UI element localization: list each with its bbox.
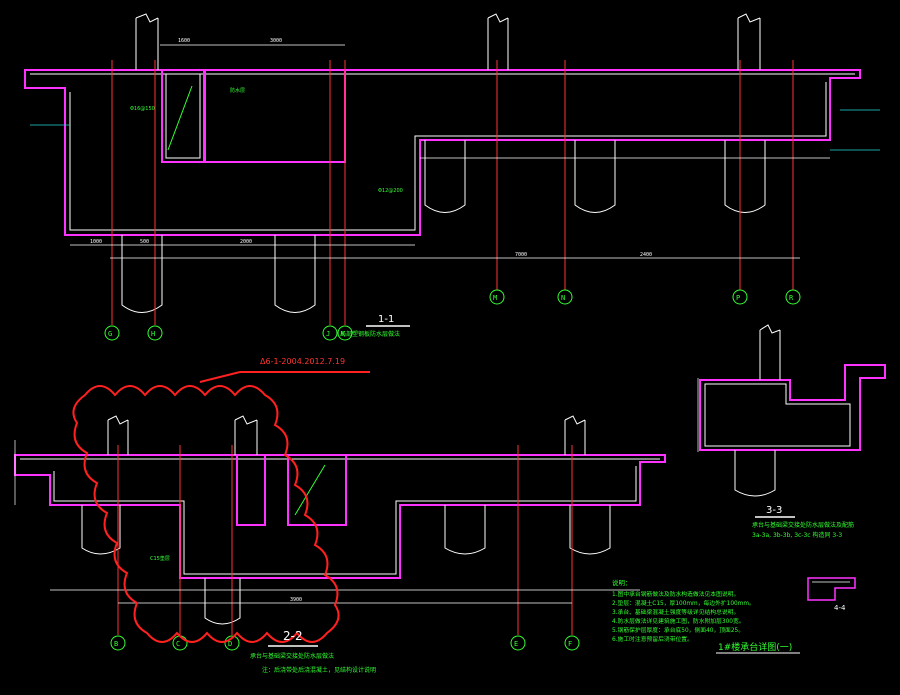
- section-2-note: 承台与基础梁交接处防水层做法: [250, 652, 334, 660]
- section-1-note: 局部塑钢板防水层做法: [340, 330, 400, 338]
- pit-box-2b: [287, 454, 347, 526]
- axis-bubbles-1: [104, 289, 801, 341]
- section-1-1: [24, 13, 880, 341]
- axis-label: M: [493, 294, 497, 302]
- notes-line-3: 3.承台、基础梁混凝土强度等级详见结构总说明。: [612, 608, 739, 616]
- axis-label: H: [151, 330, 155, 338]
- dim-lines-2: [14, 440, 640, 604]
- dim-text: 500: [140, 239, 149, 245]
- axis-label: G: [108, 330, 112, 338]
- section-4-label: 4-4: [834, 604, 846, 612]
- slope-line-2: [294, 464, 326, 516]
- text-labels: 1-1 局部塑钢板防水层做法 3-3 承台与基础梁交接处防水层做法及配筋 3a-…: [90, 38, 854, 674]
- dim-lines-1: [70, 44, 830, 259]
- axis-label: J: [326, 330, 330, 338]
- section-3-note: 承台与基础梁交接处防水层做法及配筋: [752, 521, 854, 529]
- pit-rebar-1: [165, 73, 201, 159]
- slab-outline-4: [807, 577, 856, 601]
- axis-label: F: [568, 640, 572, 648]
- rebar-label: Φ16@150: [130, 106, 155, 112]
- waterproof-label: 防水层: [230, 87, 245, 94]
- section-2-subnote: 注：后浇带处后浇混凝土，见结构设计说明: [262, 666, 376, 674]
- notes-title: 说明：: [612, 578, 632, 587]
- axis-lines-1: [111, 60, 794, 325]
- slope-line-1: [167, 85, 193, 151]
- column-stubs-1: [135, 13, 761, 70]
- slab-outline-3: [699, 364, 886, 451]
- notes-line-5: 5.钢筋保护层厚度：承台底50，侧面40，顶面25。: [612, 626, 744, 634]
- section-3-subnote: 3a-3a, 3b-3b, 3c-3c 构造同 3-3: [752, 531, 842, 539]
- notes-line-6: 6.施工时注意预留后浇带位置。: [612, 635, 693, 643]
- dim-text: 1000: [90, 239, 102, 245]
- column-stubs-2: [107, 415, 586, 455]
- cushion-label: C15垫层: [150, 555, 170, 562]
- pile-3: [734, 450, 776, 497]
- revision-cloud: [72, 371, 370, 643]
- dim-text: 3900: [290, 597, 302, 603]
- section-1-label: 1-1: [378, 314, 394, 325]
- axis-label: R: [789, 294, 794, 302]
- rebar-inner-2: [20, 458, 660, 575]
- revision-tag: Δ6-1-2004.2012.7.19: [260, 357, 345, 366]
- column-stub-3: [759, 324, 781, 380]
- notes-line-2: 2.垫层：混凝土C15，厚100mm，每边外扩100mm。: [612, 599, 755, 607]
- rebar-inner-1: [30, 73, 855, 231]
- axis-label: E: [514, 640, 518, 648]
- section-3-label: 3-3: [766, 505, 782, 516]
- section-2-2: [14, 371, 666, 651]
- pit-box-2a: [236, 454, 266, 526]
- notes-line-1: 1.图中承台钢筋做法及防水构造做法见本图说明。: [612, 590, 739, 598]
- slab-outline-2: [14, 454, 666, 579]
- section-4-4: [807, 577, 856, 601]
- axis-label: D: [228, 640, 232, 648]
- slab-outline-1: [24, 69, 861, 236]
- rebar-label: Φ12@200: [378, 188, 403, 194]
- axis-label: N: [561, 294, 565, 302]
- axis-label: B: [114, 640, 118, 648]
- notes-line-4: 4.防水层做法详见建筑施工图，防水附加层300宽。: [612, 617, 745, 625]
- piles-1: [121, 140, 766, 313]
- dim-text: 2400: [640, 252, 652, 258]
- section-3-3: [697, 324, 886, 497]
- axis-label: K: [341, 330, 346, 338]
- piles-2: [81, 505, 611, 625]
- drawing-title: 1#楼承台详图(一): [718, 641, 792, 653]
- leaders-1: [30, 109, 880, 151]
- axis-label: C: [176, 640, 180, 648]
- step-outline-1: [204, 70, 346, 163]
- rebar-inner-3: [704, 383, 851, 447]
- dim-text: 7000: [515, 252, 527, 258]
- dim-text: 1600: [178, 38, 190, 44]
- dim-text: 3000: [270, 38, 282, 44]
- section-2-label: 2-2: [283, 629, 303, 643]
- dim-text: 2000: [240, 239, 252, 245]
- axis-label: P: [736, 294, 740, 302]
